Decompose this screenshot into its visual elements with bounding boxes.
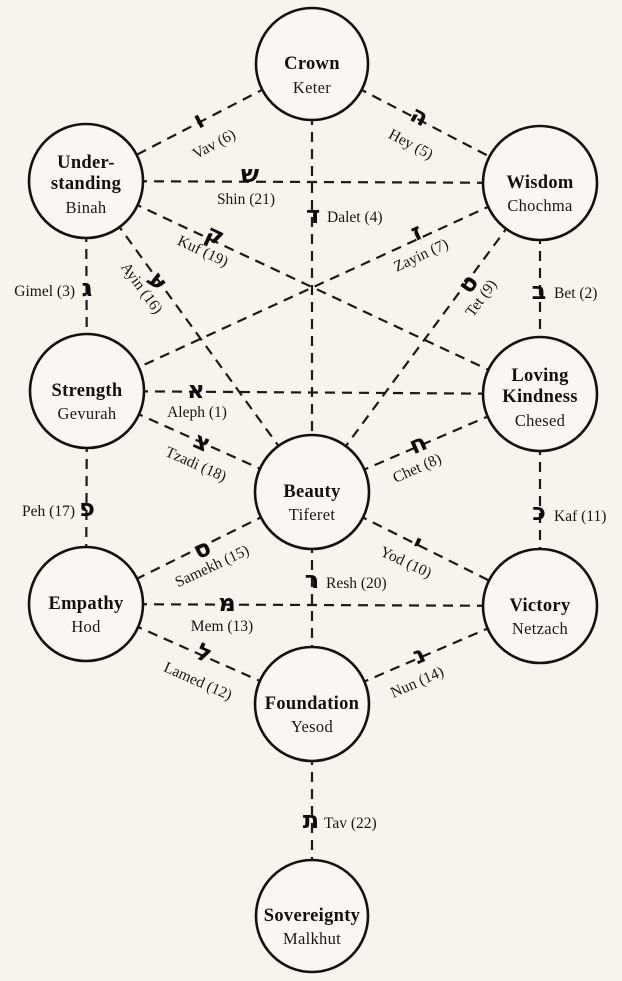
mem-label: Mem (13): [191, 618, 253, 635]
sephira-gevurah: Strength Gevurah: [28, 332, 146, 450]
hod-translit: Hod: [71, 617, 101, 636]
kaf-letter: כ: [532, 498, 546, 526]
shin-letter: ש: [241, 160, 259, 188]
tiferet-circle: [253, 433, 371, 551]
resh-letter: ר: [305, 566, 319, 594]
netzach-translit: Netzach: [512, 619, 569, 638]
peh-label: Peh (17): [22, 503, 75, 520]
yesod-name: Foundation: [265, 694, 360, 714]
kaf-label: Kaf (11): [554, 508, 606, 525]
dalet-letter: ד: [306, 201, 320, 229]
gevurah-translit: Gevurah: [58, 404, 117, 423]
dalet-label: Dalet (4): [327, 209, 383, 226]
malkhut-translit: Malkhut: [283, 929, 341, 948]
hod-name: Empathy: [48, 594, 124, 614]
gimel-letter: ג: [82, 274, 93, 302]
vav-label: Vav (6): [190, 126, 239, 163]
nun-label: Nun (14): [388, 663, 446, 701]
aleph-letter: א: [187, 376, 204, 404]
chesed-name-line1: Loving: [511, 366, 569, 386]
malkhut-circle: [254, 858, 370, 974]
chochma-name: Wisdom: [506, 173, 574, 193]
path-tet-line: [311, 182, 541, 493]
hey-label: Hey (5): [386, 126, 436, 163]
chesed-name-line2: Kindness: [502, 387, 577, 407]
keter-translit: Keter: [293, 78, 331, 97]
bet-label: Bet (2): [554, 285, 597, 302]
path-kuf-line: [85, 180, 541, 395]
netzach-circle: [481, 547, 599, 665]
tiferet-translit: Tiferet: [289, 505, 336, 524]
binah-translit: Binah: [66, 198, 107, 217]
binah-name-line2: standing: [51, 174, 122, 194]
resh-label: Resh (20): [326, 575, 387, 592]
path-shin-line: [85, 179, 541, 185]
aleph-label: Aleph (1): [167, 404, 227, 421]
sephira-keter: Crown Keter: [254, 6, 370, 122]
tav-label: Tav (22): [324, 815, 377, 832]
sephira-tiferet: Beauty Tiferet: [253, 433, 371, 551]
sephira-chochma: Wisdom Chochma: [481, 124, 599, 242]
sephira-chesed: Loving Kindness Chesed: [481, 335, 599, 453]
gevurah-name: Strength: [52, 381, 123, 401]
hey-letter: ה: [406, 100, 434, 132]
yesod-translit: Yesod: [291, 717, 333, 736]
chochma-translit: Chochma: [507, 196, 573, 215]
keter-name: Crown: [284, 54, 340, 74]
path-aleph-line: [86, 389, 541, 396]
peh-letter: פ: [79, 494, 95, 522]
gimel-label: Gimel (3): [14, 283, 75, 300]
tav-letter: ת: [303, 806, 319, 834]
yod-letter: י: [408, 529, 426, 557]
binah-circle: [27, 122, 145, 240]
sephirot-nodes: Crown Keter Under- standing Binah Wisdom…: [27, 6, 599, 974]
shin-label: Shin (21): [217, 191, 275, 208]
path-zayin-line: [86, 182, 541, 392]
binah-name-line1: Under-: [57, 153, 115, 173]
chesed-translit: Chesed: [515, 411, 566, 430]
path-ayin-line: [85, 180, 313, 493]
keter-circle: [254, 6, 370, 122]
mem-letter: מ: [218, 589, 235, 617]
malkhut-name: Sovereignty: [264, 906, 361, 926]
lamed-letter: ל: [192, 637, 217, 668]
sephira-yesod: Foundation Yesod: [253, 645, 371, 763]
netzach-name: Victory: [510, 596, 571, 616]
hod-circle: [27, 545, 145, 663]
sephira-binah: Under- standing Binah: [27, 122, 145, 240]
samekh-label: Samekh (15): [173, 542, 252, 591]
path-mem-line: [85, 602, 541, 608]
tiferet-name: Beauty: [283, 482, 341, 502]
lamed-label: Lamed (12): [161, 659, 234, 704]
chochma-circle: [481, 124, 599, 242]
sephira-netzach: Victory Netzach: [481, 547, 599, 665]
bet-letter: ב: [532, 277, 547, 305]
sephira-malkhut: Sovereignty Malkhut: [254, 858, 370, 974]
chesed-circle: [481, 335, 599, 453]
sephira-hod: Empathy Hod: [27, 545, 145, 663]
yesod-circle: [253, 645, 371, 763]
gevurah-circle: [28, 332, 146, 450]
